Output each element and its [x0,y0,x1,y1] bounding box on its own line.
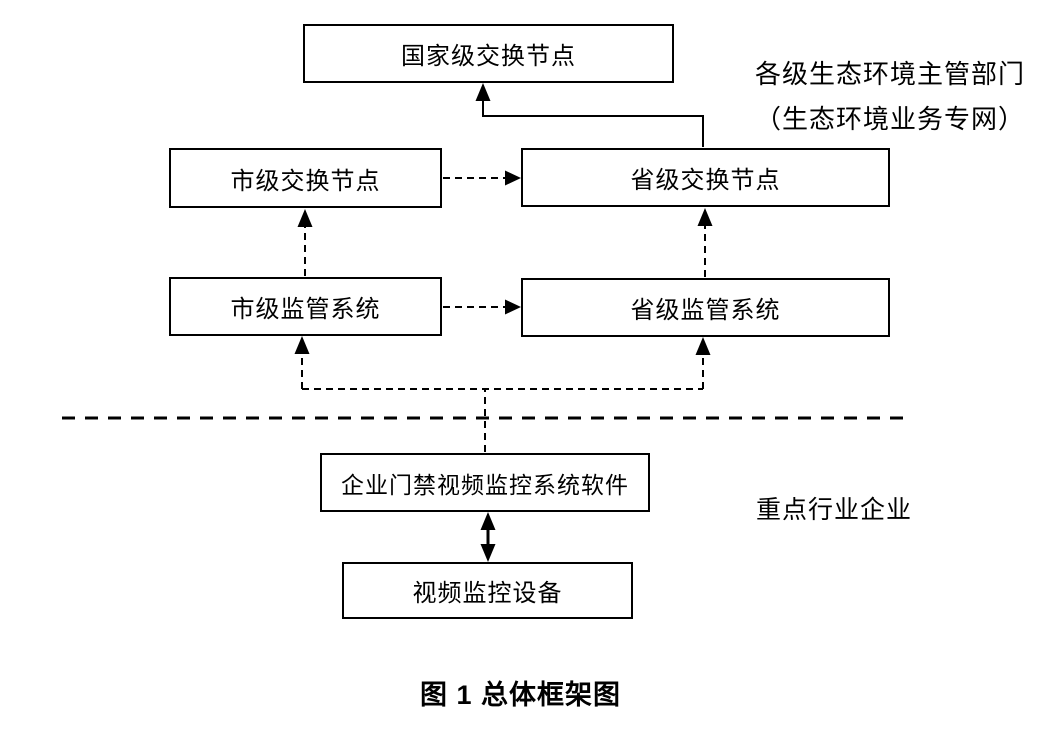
government-zone-label-line2: （生态环境业务专网） [754,105,1025,134]
arrow-city-exchange-to-provincial-exchange [443,170,521,186]
arrowhead-right-icon [505,170,521,186]
arrowhead-down-icon [480,544,496,562]
arrow-city-supervision-to-city-exchange [297,209,313,276]
arrowhead-up-icon [697,208,713,226]
arrow-software-video-device-bidirectional [480,512,496,562]
node-national-exchange: 国家级交换节点 [303,24,674,83]
government-zone-label-line1: 各级生态环境主管部门 [754,60,1025,89]
arrowhead-right-icon [505,299,521,315]
arrowhead-up-icon [294,336,310,354]
figure-caption: 图 1 总体框架图 [419,680,622,710]
arrowhead-up-icon [475,83,491,101]
node-provincial-supervision: 省级监管系统 [521,278,890,337]
node-city-exchange: 市级交换节点 [169,148,442,208]
arrowhead-up-icon [695,337,711,355]
arrow-provincial-supervision-to-provincial-exchange [697,208,713,277]
enterprise-zone-label: 重点行业企业 [756,497,913,524]
arrow-enterprise-software-to-supervision-systems [294,336,711,452]
government-zone-label: 各级生态环境主管部门 （生态环境业务专网） [740,52,1040,142]
arrowhead-up-icon [297,209,313,227]
node-provincial-exchange: 省级交换节点 [521,148,890,207]
node-enterprise-access-video-software: 企业门禁视频监控系统软件 [320,453,650,512]
node-city-supervision: 市级监管系统 [169,277,442,336]
arrowhead-up-icon [480,512,496,530]
arrow-provincial-exchange-to-national [475,83,704,147]
arrow-city-supervision-to-provincial-supervision [443,299,521,315]
node-video-monitoring-device: 视频监控设备 [342,562,633,619]
